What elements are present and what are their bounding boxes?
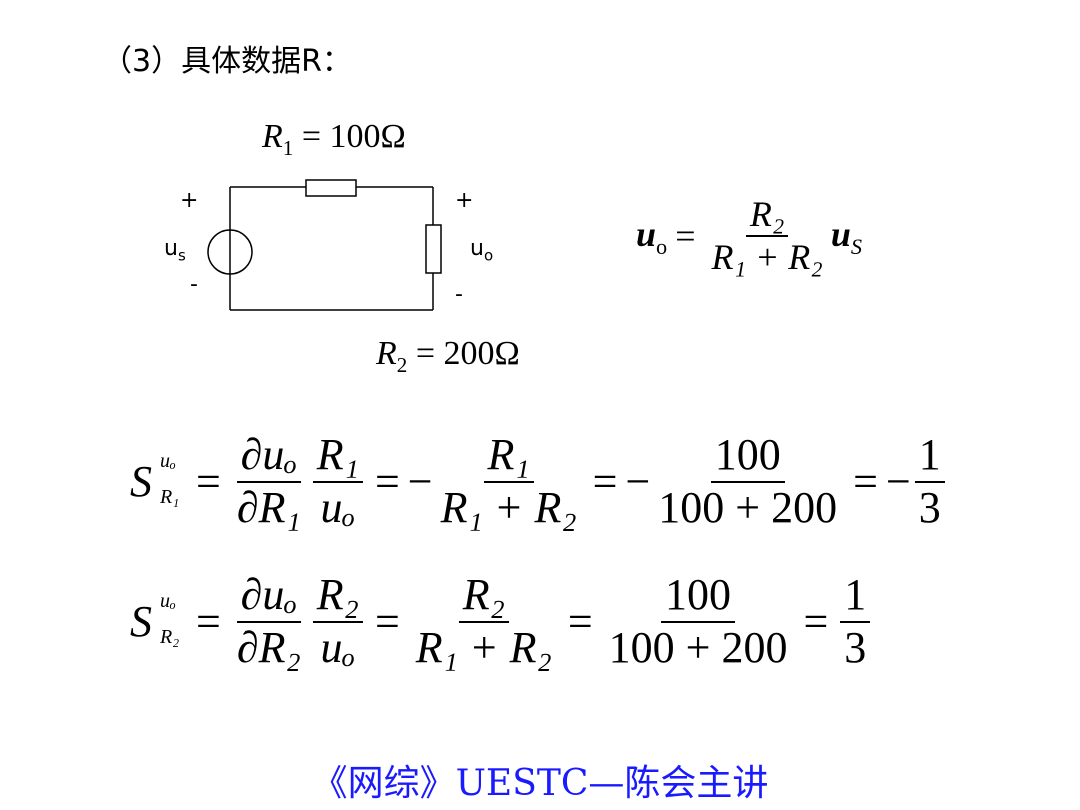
equals: = (374, 457, 400, 507)
equals: = (374, 597, 400, 647)
ratio-num: R₁ (312, 430, 363, 483)
transfer-lhs: uo (636, 213, 667, 260)
ratio-den: uₒ (320, 622, 356, 672)
output-u: u (470, 236, 484, 261)
partial-num: ∂uₒ (236, 570, 301, 623)
resistor-r2 (425, 224, 442, 274)
source-plus: + (180, 188, 199, 213)
ratio-num: R₂ (312, 570, 363, 623)
r2-value-label: R2 = 200Ω (376, 335, 520, 378)
step2-fraction: R₁ R₁ + R₂ (437, 430, 581, 533)
s-sub: R₂ (160, 626, 180, 649)
uo-symbol: u (636, 213, 657, 254)
transfer-num: R₂ (745, 194, 789, 238)
result-fraction: 1 3 (840, 570, 871, 673)
result-fraction: 1 3 (914, 430, 945, 533)
circuit-diagram (207, 179, 442, 311)
transfer-function: uo = R₂ R₁ + R₂ uS (636, 194, 862, 279)
equals: = (675, 216, 696, 257)
step3-fraction: 100 100 + 200 (654, 430, 841, 533)
r1-sub: 1 (282, 135, 294, 160)
footer-credit: 《网综》UESTC—陈会主讲 (311, 763, 769, 804)
s-symbol: S (130, 597, 152, 647)
partial-den: ∂R₁ (236, 482, 301, 532)
ratio-fraction: R₁ uₒ (312, 430, 363, 533)
r1-symbol: R (262, 118, 283, 155)
step3-num: 100 (710, 430, 785, 483)
step3-num: 100 (661, 570, 736, 623)
equals: = (592, 457, 618, 507)
output-minus: - (455, 282, 463, 307)
transfer-den: R₁ + R₂ (711, 237, 823, 278)
step2-den: R₁ + R₂ (415, 622, 552, 672)
s-sup: uₒ (160, 590, 176, 613)
ratio-fraction: R₂ uₒ (312, 570, 363, 673)
step2-num: R₁ (483, 430, 534, 483)
result-den: 3 (918, 482, 941, 532)
partial-fraction: ∂uₒ ∂R₂ (233, 570, 305, 673)
output-label: uo (470, 236, 493, 264)
step3-den: 100 + 200 (658, 482, 838, 532)
s-sup: uₒ (160, 450, 176, 473)
r1-value-label: R1 = 100Ω (262, 118, 406, 161)
sensitivity-r1-symbol: S uₒ R₁ (130, 450, 179, 508)
r1-value: = 100Ω (301, 118, 406, 155)
us-symbol: u (830, 213, 851, 254)
result-num: 1 (840, 570, 871, 623)
r2-value: = 200Ω (415, 335, 520, 372)
us-sub: S (850, 233, 862, 259)
s-symbol: S (130, 457, 152, 507)
step2-den: R₁ + R₂ (440, 482, 577, 532)
minus-sign: − (625, 457, 651, 507)
partial-den: ∂R₂ (236, 622, 301, 672)
minus-sign: − (885, 457, 911, 507)
source-sub: s (177, 246, 186, 265)
ratio-den: uₒ (320, 482, 356, 532)
transfer-fraction: R₂ R₁ + R₂ (708, 194, 827, 279)
equals: = (853, 457, 878, 507)
result-num: 1 (914, 430, 945, 483)
partial-num: ∂uₒ (236, 430, 301, 483)
sensitivity-r2-symbol: S uₒ R₂ (130, 590, 179, 648)
equals: = (567, 597, 593, 647)
equals: = (196, 597, 221, 647)
output-sub: o (483, 246, 494, 265)
r2-sub: 2 (396, 352, 408, 377)
source-u: u (164, 236, 178, 261)
sensitivity-r1-equation: S uₒ R₁ = ∂uₒ ∂R₁ R₁ uₒ = − R₁ R₁ + R₂ =… (130, 430, 949, 533)
result-den: 3 (844, 622, 867, 672)
output-plus: + (455, 188, 474, 213)
step2-num: R₂ (458, 570, 509, 623)
transfer-tail: uS (831, 213, 862, 260)
source-label: us (164, 236, 186, 264)
source-minus: - (190, 272, 198, 297)
minus-sign: − (407, 457, 433, 507)
resistor-r1 (305, 179, 357, 197)
equals: = (803, 597, 829, 647)
section-heading: （3）具体数据R： (102, 44, 352, 79)
step3-fraction: 100 100 + 200 (605, 570, 792, 673)
r2-symbol: R (376, 335, 397, 372)
uo-sub: o (656, 233, 668, 259)
step2-fraction: R₂ R₁ + R₂ (412, 570, 556, 673)
equals: = (196, 457, 221, 507)
partial-fraction: ∂uₒ ∂R₁ (233, 430, 305, 533)
step3-den: 100 + 200 (608, 622, 788, 672)
sensitivity-r2-equation: S uₒ R₂ = ∂uₒ ∂R₂ R₂ uₒ = R₂ R₁ + R₂ = 1… (130, 570, 874, 673)
s-sub: R₁ (160, 486, 180, 509)
